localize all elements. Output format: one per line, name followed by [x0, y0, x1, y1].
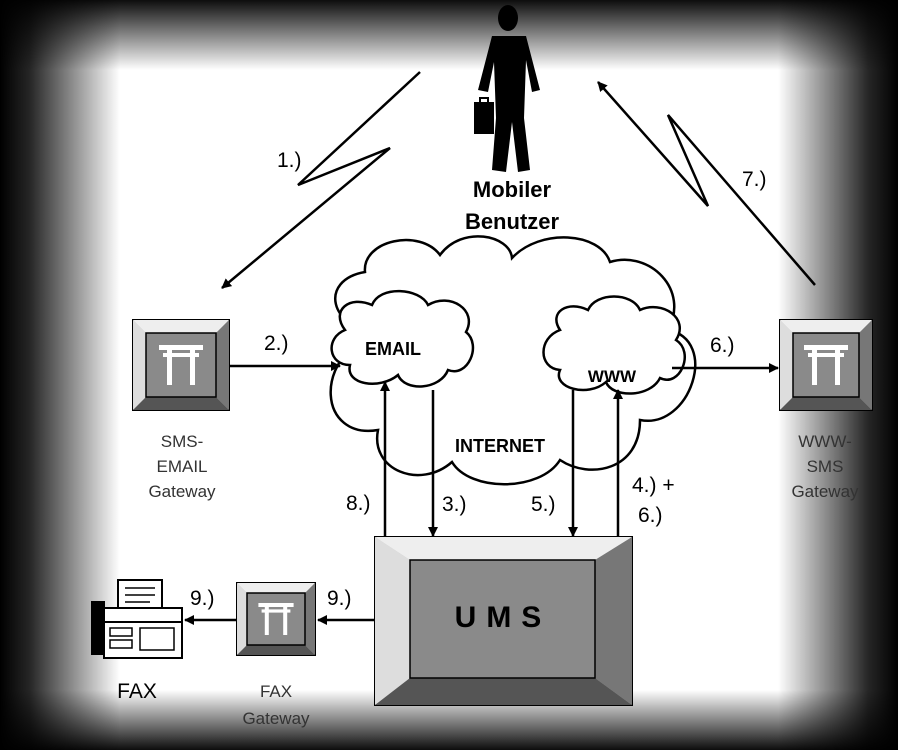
sms-email-gateway-line3: Gateway	[148, 482, 216, 501]
ums-server: UMS	[374, 536, 633, 706]
www-sms-gateway-line1: WWW-	[798, 432, 852, 451]
ums-label: UMS	[455, 601, 552, 634]
www-sms-gateway-line2: SMS	[807, 457, 844, 476]
wireless-link-7	[597, 81, 816, 286]
sms-email-gateway-line2: EMAIL	[156, 457, 207, 476]
email-label: EMAIL	[365, 339, 421, 359]
step-3-label: 3.)	[442, 493, 467, 516]
sms-email-gateway	[132, 319, 230, 411]
internet-label: INTERNET	[455, 436, 545, 456]
actor-label-line2: Benutzer	[465, 209, 560, 234]
cloud-icon	[330, 289, 475, 388]
step-1-label: 1.)	[277, 149, 302, 172]
person-with-briefcase-icon	[474, 5, 540, 172]
fax-machine-icon	[91, 579, 183, 659]
step-2-label: 2.)	[264, 332, 289, 355]
step-6-label: 6.)	[710, 334, 735, 357]
email-cloud: EMAIL	[330, 289, 475, 388]
www-sms-gateway-line3: Gateway	[791, 482, 859, 501]
fax-machine-label: FAX	[117, 680, 157, 703]
fax-gateway-line1: FAX	[260, 682, 292, 701]
www-label: WWW	[588, 367, 637, 386]
step-4-6-label: 6.)	[638, 504, 663, 527]
www-cloud: WWW	[542, 295, 686, 395]
actor-label-line1: Mobiler	[473, 177, 552, 202]
step-9-left-label: 9.)	[190, 587, 215, 610]
fax-gateway-line2: Gateway	[242, 709, 310, 728]
step-9-right-label: 9.)	[327, 587, 352, 610]
wireless-link-1	[221, 71, 421, 289]
www-sms-gateway	[779, 319, 873, 411]
step-5-label: 5.)	[531, 493, 556, 516]
sms-email-gateway-line1: SMS-	[161, 432, 204, 451]
step-8-label: 8.)	[346, 492, 371, 515]
step-7-label: 7.)	[742, 168, 767, 191]
step-4-label: 4.) +	[632, 474, 675, 497]
fax-gateway	[236, 582, 316, 656]
